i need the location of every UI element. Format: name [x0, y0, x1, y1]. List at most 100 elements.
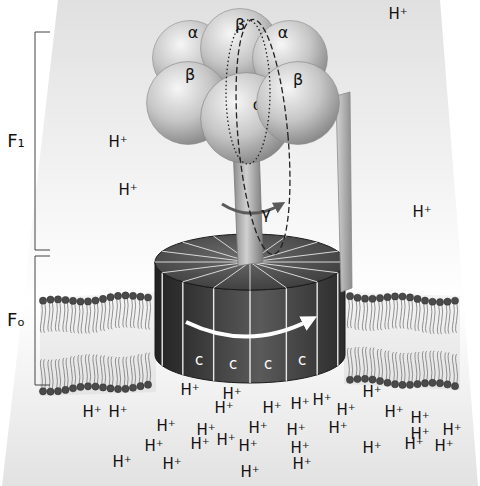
lipid-head [54, 388, 61, 395]
lipid-head [137, 293, 144, 300]
gamma-stalk [233, 146, 263, 266]
lipid-head [39, 297, 46, 304]
proton-label: H⁺ [248, 421, 267, 436]
lipid-head [92, 297, 99, 304]
lipid-head [391, 293, 398, 300]
lipid-tail [115, 296, 117, 328]
lipid-tail [441, 351, 443, 383]
lipid-tail [40, 359, 42, 391]
lipid-tail [385, 297, 387, 329]
lipid-tail [400, 296, 402, 328]
lipid-tail [355, 347, 357, 379]
lipid-tail [119, 296, 121, 328]
lipid-head [451, 383, 458, 390]
lipid-tail [430, 302, 432, 334]
lipid-tail [400, 353, 402, 385]
lipid-tail [366, 299, 368, 331]
lipid-tail [100, 299, 102, 331]
lipid-tail [81, 355, 83, 387]
lipid-tail [149, 353, 151, 385]
lipid-tail [396, 296, 398, 328]
proton-label: H⁺ [144, 439, 163, 454]
dotted-outline [226, 20, 270, 164]
lipid-head [406, 294, 413, 301]
lipid-head [129, 384, 136, 391]
lipid-tail [55, 299, 57, 331]
lipid-head [107, 385, 114, 392]
lipid-tail [93, 355, 95, 387]
proton-label: H⁺ [162, 457, 181, 472]
subunit-label: α [188, 25, 199, 41]
lipid-head [429, 298, 436, 305]
lipid-tail [445, 352, 447, 384]
c-ring-spoke [155, 262, 250, 263]
lipid-tail [347, 348, 349, 380]
subunit-label: β [293, 72, 303, 88]
lipid-tail [138, 297, 140, 329]
lipid-tail [111, 356, 113, 388]
proton-label: H⁺ [412, 205, 431, 220]
subunit-label: β [235, 17, 245, 33]
lipid-tail [111, 297, 113, 329]
subunit-label: c [229, 357, 237, 372]
proton-label: H⁺ [214, 401, 233, 416]
lipid-tail [396, 352, 398, 384]
lipid-head [54, 296, 61, 303]
lipid-tail [85, 354, 87, 386]
lipid-tail [89, 354, 91, 386]
lipid-tail [358, 298, 360, 330]
lipid-head [346, 376, 353, 383]
lipid-head [384, 379, 391, 386]
proton-label: H⁺ [410, 411, 429, 426]
proton-label: H⁺ [180, 383, 199, 398]
lipid-tail [134, 356, 136, 388]
lipid-tail [51, 300, 53, 332]
lipid-head [444, 381, 451, 388]
c-subunit-divider [316, 282, 317, 375]
lipid-tail [59, 299, 61, 331]
lipid-tail [415, 299, 417, 331]
lipid-tail [81, 302, 83, 334]
lipid-tail [126, 357, 128, 389]
lipid-tail [370, 348, 372, 380]
lipid-tail [123, 295, 125, 327]
lipid-tail [63, 300, 65, 332]
lipid-tail [426, 351, 428, 383]
lipid-head [369, 295, 376, 302]
lipid-tail [392, 352, 394, 384]
lipid-head [122, 385, 129, 392]
lipid-tail [44, 359, 46, 391]
lipid-tail [407, 297, 409, 329]
lipid-tail [373, 348, 375, 380]
proton-label: H⁺ [108, 135, 127, 150]
lipid-tail [104, 299, 106, 331]
c-ring-spoke [250, 262, 286, 288]
proton-label: H⁺ [112, 455, 131, 470]
lipid-tail [366, 347, 368, 379]
lipid-tail [448, 302, 450, 334]
subunit-label: c [195, 353, 203, 368]
lipid-tail [138, 354, 140, 386]
lipid-tail [437, 302, 439, 334]
lipid-tail [433, 351, 435, 383]
lipid-tail [377, 349, 379, 381]
lipid-tail [422, 351, 424, 383]
lipid-head [361, 295, 368, 302]
membrane-band [40, 292, 156, 396]
proton-label: H⁺ [82, 405, 101, 420]
lipid-head [77, 383, 84, 390]
lipid-tail [126, 295, 128, 327]
proton-label: H⁺ [442, 423, 461, 438]
peripheral-stalk [336, 92, 352, 292]
lipid-head [429, 379, 436, 386]
lipid-tail [70, 301, 72, 333]
lipid-tail [426, 301, 428, 333]
lipid-head [451, 297, 458, 304]
lipid-tail [373, 299, 375, 331]
lipid-head [107, 294, 114, 301]
lipid-tail [130, 356, 132, 388]
lipid-tail [385, 351, 387, 383]
lipid-tail [74, 301, 76, 333]
